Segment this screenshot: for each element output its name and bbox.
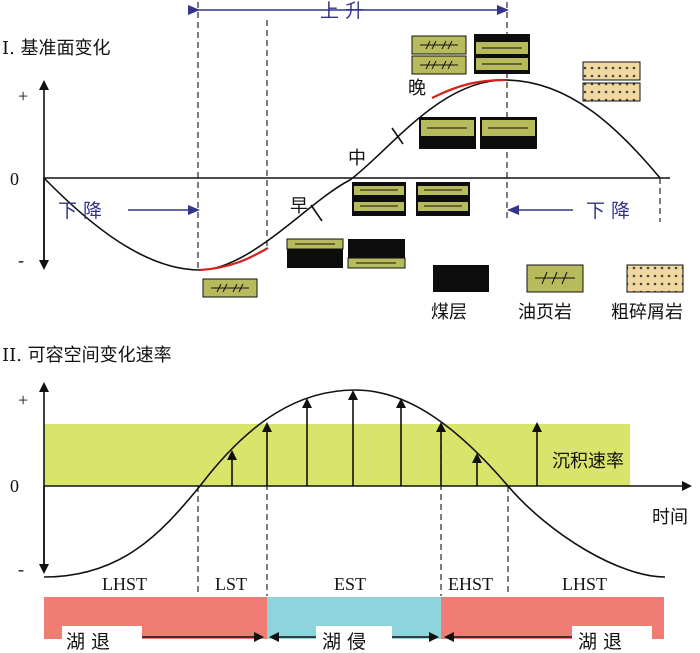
legend-siltstone-label: 粗碎屑岩 <box>611 302 683 323</box>
oil-shale-column-late-2 <box>474 34 530 74</box>
coal-oilshale-column-early-1 <box>286 238 344 268</box>
panel1-y-plus: + <box>18 86 28 106</box>
stage-early-label: 早 <box>290 196 308 217</box>
sedimentation-rate-band <box>44 424 630 486</box>
panel2-y-plus: + <box>18 390 28 410</box>
base-level-rise-segment-early <box>199 247 269 272</box>
legend-oil-shale-label: 油页岩 <box>518 302 572 323</box>
panel2-y-zero: 0 <box>10 476 19 496</box>
tract-lhst-left: LHST <box>102 574 147 594</box>
stage-late-label: 晚 <box>408 78 426 99</box>
coal-oilshale-column-middle-3 <box>419 117 476 149</box>
siltstone-column-late <box>582 61 641 102</box>
base-level-curve <box>43 79 661 271</box>
rise-label: 上 升 <box>320 0 364 22</box>
legend-siltstone-swatch <box>626 264 684 293</box>
lake-retreat-right-label: 湖 退 <box>578 631 622 653</box>
fall-left-label: 下 降 <box>58 200 102 222</box>
legend-coal-swatch <box>433 265 489 292</box>
legend-siltstone: 粗碎屑岩 <box>611 264 684 323</box>
lake-retreat-left-label: 湖 退 <box>66 631 110 653</box>
coal-oilshale-column-middle-1 <box>352 182 406 216</box>
middle-stage-tick <box>391 127 404 145</box>
time-axis-label: 时间 <box>652 507 688 528</box>
coal-oilshale-column-middle-4 <box>480 117 537 149</box>
legend-oil-shale: 油页岩 <box>518 264 584 323</box>
oil-shale-column-late-1 <box>411 35 467 75</box>
tract-est: EST <box>334 574 366 594</box>
early-stage-tick <box>310 204 323 222</box>
coal-oilshale-column-middle-2 <box>416 182 470 216</box>
tract-lhst-right: LHST <box>562 574 607 594</box>
tract-ehst: EHST <box>448 574 493 594</box>
base-level-rise-segment-late <box>431 78 506 99</box>
fall-right-label: 下 降 <box>586 200 630 222</box>
panel1-y-zero: 0 <box>10 169 19 189</box>
panel1-title: I. 基准面变化 <box>2 38 111 59</box>
panel2-y-minus: - <box>18 559 24 579</box>
oil-shale-column-lowstand <box>202 278 258 298</box>
panel2-title: II. 可容空间变化速率 <box>2 345 172 366</box>
lake-transgression-label: 湖 侵 <box>322 631 366 653</box>
tract-lst: LST <box>215 574 247 594</box>
coal-oilshale-column-early-2 <box>347 239 406 269</box>
panel1-y-minus: - <box>18 250 24 270</box>
stage-middle-label: 中 <box>348 148 366 169</box>
legend-coal-label: 煤层 <box>431 302 467 323</box>
legend-coal: 煤层 <box>431 265 489 323</box>
sedimentation-rate-label: 沉积速率 <box>552 451 624 472</box>
